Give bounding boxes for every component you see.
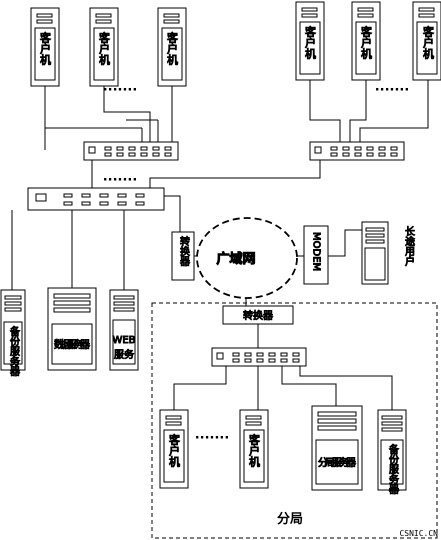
ellipsis-top-left: ·······	[103, 83, 138, 98]
ellipsis-branch: ·······	[195, 431, 230, 446]
ellipsis-core: ·······	[103, 173, 138, 188]
wan-cloud	[196, 217, 298, 299]
client-label: 客户机	[39, 31, 52, 65]
switch-top-right	[309, 141, 405, 161]
client-label: 客户机	[168, 433, 181, 467]
client-label: 客户机	[422, 25, 435, 59]
data-server	[47, 287, 97, 371]
client-label: 客户机	[98, 31, 111, 65]
client-label: 客户机	[360, 25, 373, 59]
watermark: CSNIC.CN	[399, 529, 438, 538]
branch-backup-server-label: 备份服务器	[387, 443, 399, 495]
modem-label: MODEM	[311, 232, 322, 271]
converter-branch-label: 转换器	[243, 309, 273, 322]
client-pc-branch-1	[159, 409, 189, 489]
branch-label: 分局	[277, 511, 303, 527]
backup-server	[0, 289, 26, 371]
remote-user-pc	[361, 221, 389, 285]
branch-server	[311, 405, 363, 491]
branch-backup-server	[377, 409, 407, 491]
branch-server-label: 分局服务器	[318, 456, 356, 469]
client-pc-top-right-3	[412, 1, 441, 81]
client-label: 客户机	[304, 25, 317, 59]
web-server-label-line1: WEB	[112, 335, 135, 346]
remote-user-label: 长途用户	[403, 226, 415, 267]
modem	[303, 225, 329, 285]
ellipsis-top-right: ·······	[375, 83, 410, 98]
wan-label: 广域网	[216, 251, 255, 267]
client-label: 客户机	[248, 433, 261, 467]
client-pc-top-left-2	[89, 7, 119, 87]
branch-boundary	[151, 302, 438, 539]
data-server-label: 数据服务器	[54, 338, 90, 351]
client-pc-branch-2	[239, 409, 269, 489]
converter-left-label: 转换器	[178, 235, 190, 267]
backup-server-label: 备份服务器	[8, 325, 20, 377]
core-switch	[27, 187, 165, 211]
switch-top-left	[83, 141, 179, 161]
web-server-label-line2: 服务	[114, 348, 134, 361]
switch-branch	[211, 347, 307, 367]
web-server	[109, 289, 139, 371]
client-label: 客户机	[166, 31, 179, 65]
